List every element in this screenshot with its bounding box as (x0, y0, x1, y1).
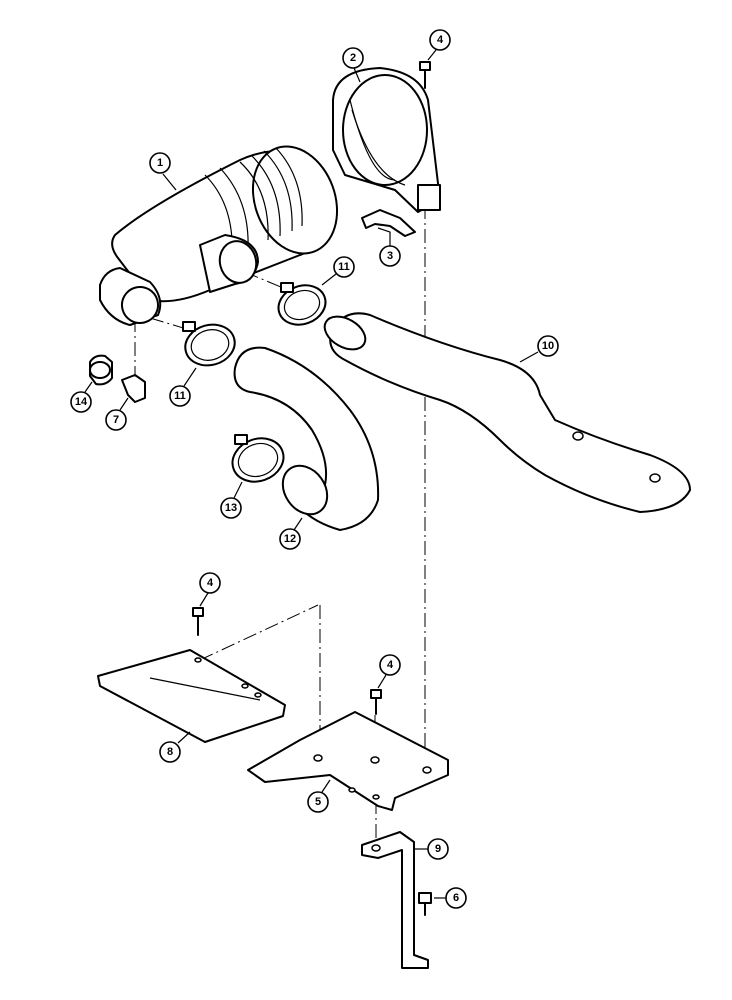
callout-13-label: 13 (225, 502, 237, 514)
intake-pipe (323, 312, 691, 513)
clip (361, 209, 416, 237)
mounting-band (332, 67, 441, 213)
bolt-lower (370, 689, 382, 715)
callout-4-lower-label: 4 (387, 659, 394, 671)
callouts: 1 2 3 4 4 4 5 6 7 8 9 10 (70, 29, 559, 909)
support-bracket (361, 831, 429, 969)
callout-7 (105, 409, 127, 431)
callout-11-upper (333, 256, 355, 278)
callout-10 (537, 335, 559, 357)
callout-11-upper-label: 11 (338, 261, 350, 273)
hose-clamp-upper (277, 282, 327, 326)
elbow-fitting (121, 374, 146, 403)
air-cleaner-housing (99, 145, 339, 326)
bolt-mid (192, 607, 204, 636)
callout-1-label: 1 (157, 157, 163, 169)
hose-clamp-13 (231, 434, 285, 483)
callout-8-label: 8 (167, 746, 173, 758)
callout-7-label: 7 (113, 414, 119, 426)
callout-5 (307, 791, 329, 813)
callout-13 (220, 497, 242, 519)
callout-5-label: 5 (315, 796, 321, 808)
mounting-plate (247, 711, 449, 811)
callout-2 (342, 47, 364, 69)
callout-4-lower (379, 654, 401, 676)
callout-1 (149, 152, 171, 174)
callout-4-mid (199, 572, 221, 594)
callout-9 (427, 838, 449, 860)
callout-6-label: 6 (453, 892, 459, 904)
callout-12-label: 12 (284, 533, 296, 545)
baffle-plate (97, 649, 286, 743)
callout-14-label: 14 (75, 396, 88, 408)
callout-4-mid-label: 4 (207, 577, 214, 589)
callout-11-lower-label: 11 (174, 390, 186, 402)
callout-3 (379, 245, 401, 267)
callout-11-lower (169, 385, 191, 407)
callout-10-label: 10 (542, 340, 554, 352)
callout-2-label: 2 (350, 52, 356, 64)
callout-8 (159, 741, 181, 763)
callout-3-label: 3 (387, 250, 393, 262)
callout-6 (445, 887, 467, 909)
callout-9-label: 9 (435, 843, 441, 855)
callout-14 (70, 391, 92, 413)
dust-cap (89, 354, 113, 386)
elbow-hose (233, 346, 380, 531)
screw (418, 892, 432, 916)
callout-12 (279, 528, 301, 550)
callout-4-top (429, 29, 451, 51)
hose-clamp-lower (182, 321, 236, 367)
bolt-top (419, 61, 431, 89)
callout-4-top-label: 4 (437, 34, 444, 46)
